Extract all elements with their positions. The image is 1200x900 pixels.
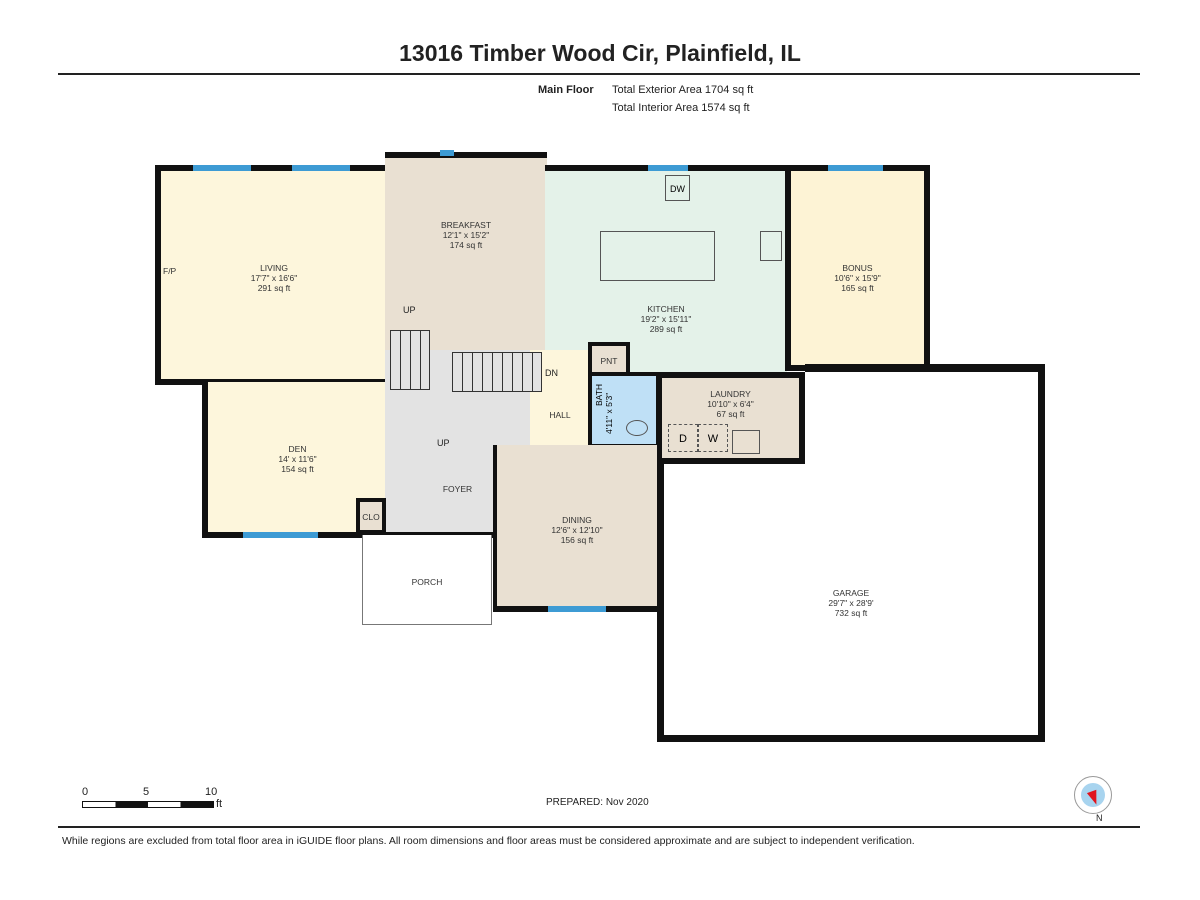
garage-area: 732 sq ft [834,608,868,618]
kitchen-name: KITCHEN [647,304,685,314]
scale-bar [82,801,214,808]
room-living: LIVING 17'7" x 16'6" 291 sq ft F/P [155,165,387,385]
window [828,165,883,171]
page-title: 13016 Timber Wood Cir, Plainfield, IL [399,40,801,66]
closet: CLO [356,498,386,534]
living-dims: 17'7" x 16'6" [250,273,298,283]
dryer: D [668,424,698,452]
toilet-icon [626,420,648,436]
scale-unit: ft [216,798,223,810]
compass-north-label: N [1096,813,1103,823]
living-area: 291 sq ft [257,283,291,293]
laundry-dims: 10'10" x 6'4" [707,399,754,409]
foyer-name: FOYER [442,484,473,494]
kitchen-area: 289 sq ft [649,324,683,334]
kitchen-island [600,231,715,281]
garage-dims: 29'7" x 28'9' [828,598,874,608]
footer-divider [58,826,1140,828]
porch: PORCH [362,535,492,625]
pantry-name: PNT [600,356,618,366]
room-bonus: BONUS 10'6" x 15'9" 165 sq ft [785,165,930,371]
staircase-up [390,330,430,390]
hall-name: HALL [549,410,571,420]
garage-right-wall [1038,364,1045,704]
stairs-up-label: UP [403,305,416,315]
room-breakfast: BREAKFAST 12'1" x 15'2" 174 sq ft [385,152,547,352]
interior-area: Total Interior Area 1574 sq ft [612,102,750,114]
garage-top-wall [805,364,1045,372]
sink-icon [732,430,760,454]
dining-area: 156 sq ft [560,535,594,545]
washer: W [698,424,728,452]
stove-icon [760,231,782,261]
garage-name: GARAGE [832,588,870,598]
room-pantry: PNT [588,342,630,374]
room-laundry: LAUNDRY 10'10" x 6'4" 67 sq ft D W [662,372,805,464]
window [440,150,454,156]
prepared-date: PREPARED: Nov 2020 [546,797,649,808]
bonus-dims: 10'6" x 15'9" [834,273,881,283]
stairs-down-label: DN [545,368,558,378]
room-bath: BATH 4'11" x 5'3" [588,372,662,448]
dishwasher: DW [665,175,690,201]
bath-dims: 4'11" x 5'3" [604,392,614,434]
breakfast-area: 174 sq ft [449,240,483,250]
room-kitchen: DW KITCHEN 19'2" x 15'11" 289 sq ft [545,165,787,375]
dining-name: DINING [562,515,592,525]
disclaimer: While regions are excluded from total fl… [62,835,915,847]
laundry-name: LAUNDRY [710,389,751,399]
window [292,165,350,171]
window [648,165,688,171]
porch-name: PORCH [411,577,443,587]
den-dims: 14' x 11'6" [278,454,317,464]
exterior-area: Total Exterior Area 1704 sq ft [612,84,754,96]
closet-name: CLO [362,512,380,522]
window [193,165,251,171]
floor-label: Main Floor [538,84,594,96]
compass-icon [1074,776,1112,814]
room-dining: DINING 12'6" x 12'10" 156 sq ft [493,445,663,612]
den-name: DEN [288,444,307,454]
stairs-up-label-lower: UP [437,438,450,448]
scale-tick-5: 5 [143,786,150,798]
bonus-name: BONUS [842,263,873,273]
laundry-area: 67 sq ft [716,409,745,419]
living-name: LIVING [260,263,288,273]
staircase-down [452,352,542,392]
breakfast-dims: 12'1" x 15'2" [442,230,490,240]
bath-name: BATH [594,383,604,406]
dining-dims: 12'6" x 12'10" [551,525,603,535]
scale-tick-10: 10 [205,786,218,798]
bonus-area: 165 sq ft [841,283,874,293]
window [243,532,318,538]
header-divider [58,73,1140,75]
scale-tick-0: 0 [82,786,89,798]
window [548,606,606,612]
den-area: 154 sq ft [281,464,314,474]
breakfast-name: BREAKFAST [440,220,492,230]
fireplace-label: F/P [163,266,177,276]
kitchen-dims: 19'2" x 15'11" [640,314,692,324]
